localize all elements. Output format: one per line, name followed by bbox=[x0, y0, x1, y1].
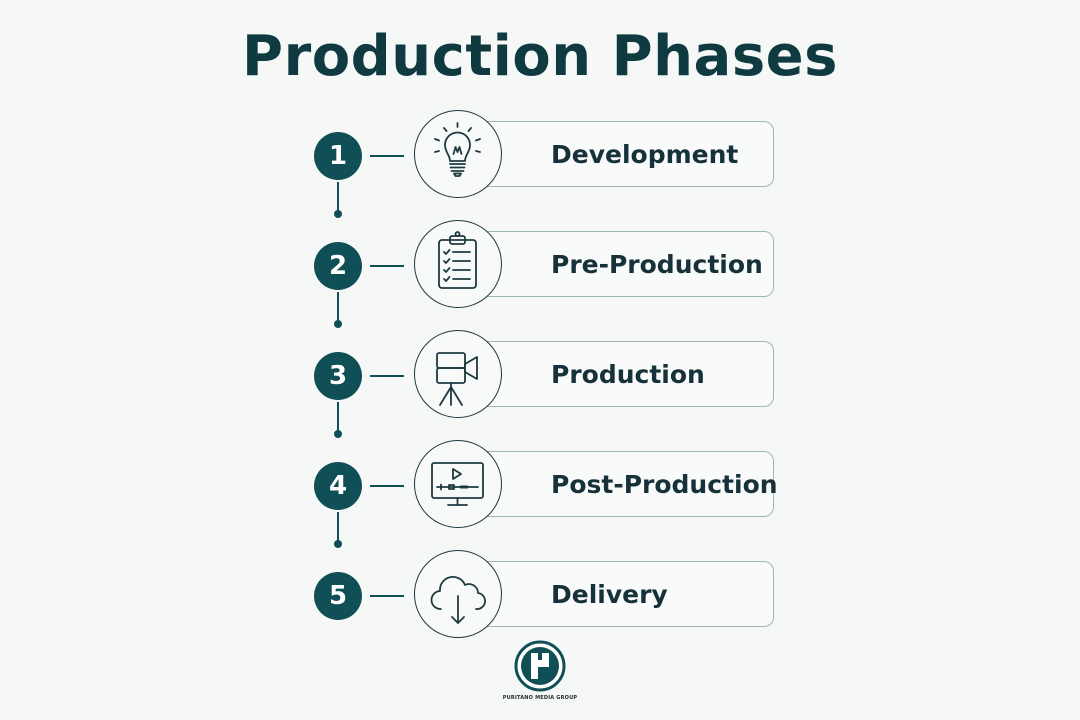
phase-label: Delivery bbox=[551, 580, 668, 609]
phase-label: Post-Production bbox=[551, 470, 778, 499]
connector-line bbox=[370, 595, 404, 597]
phase-label: Production bbox=[551, 360, 705, 389]
cloud-download-icon bbox=[414, 550, 502, 638]
phase-number: 4 bbox=[314, 462, 362, 510]
clipboard-checklist-icon bbox=[414, 220, 502, 308]
brand-name: PURITANO MEDIA GROUP bbox=[502, 695, 578, 701]
lightbulb-icon bbox=[414, 110, 502, 198]
phase-row-production: 3 Production bbox=[0, 323, 1080, 423]
brand-logo-icon bbox=[514, 640, 566, 692]
vertical-connector bbox=[334, 512, 342, 548]
phase-row-post-production: 4 Post-Production bbox=[0, 433, 1080, 533]
phase-number: 3 bbox=[314, 352, 362, 400]
phase-number: 2 bbox=[314, 242, 362, 290]
film-camera-icon bbox=[414, 330, 502, 418]
phase-row-development: 1 Development bbox=[0, 103, 1080, 203]
vertical-connector bbox=[334, 402, 342, 438]
connector-line bbox=[370, 155, 404, 157]
video-editing-monitor-icon bbox=[414, 440, 502, 528]
connector-line bbox=[370, 485, 404, 487]
phase-row-delivery: 5 Delivery bbox=[0, 543, 1080, 643]
vertical-connector bbox=[334, 182, 342, 218]
brand-logo: PURITANO MEDIA GROUP bbox=[500, 640, 580, 704]
vertical-connector bbox=[334, 292, 342, 328]
connector-line bbox=[370, 265, 404, 267]
phase-label: Pre-Production bbox=[551, 250, 763, 279]
page-title: Production Phases bbox=[242, 24, 838, 89]
phase-number: 1 bbox=[314, 132, 362, 180]
phase-number: 5 bbox=[314, 572, 362, 620]
phase-row-pre-production: 2 Pre-Production bbox=[0, 213, 1080, 313]
connector-line bbox=[370, 375, 404, 377]
phase-label: Development bbox=[551, 140, 739, 169]
